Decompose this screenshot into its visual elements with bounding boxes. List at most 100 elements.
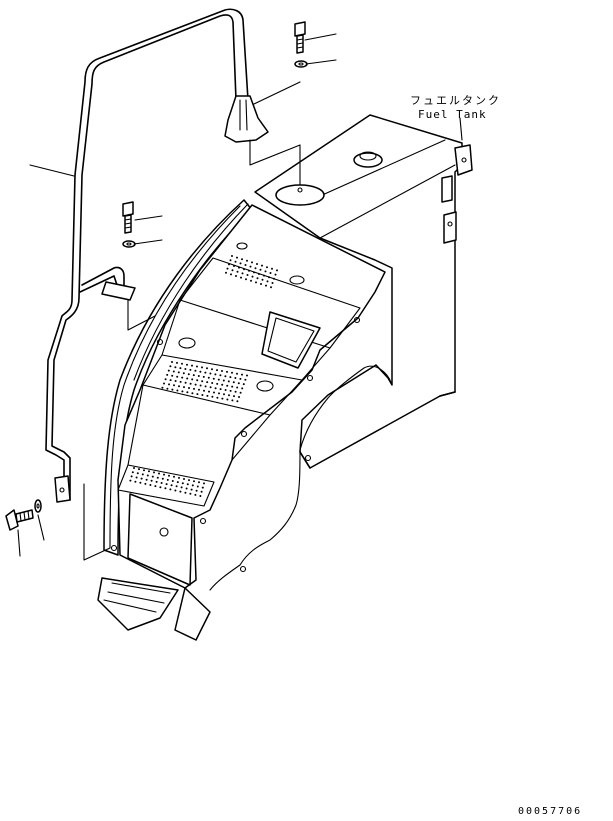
perforation-dot	[179, 380, 182, 383]
perforation-dot	[164, 378, 167, 381]
perforation-dot	[253, 271, 255, 274]
perforation-dot	[174, 366, 177, 369]
perforation-dot	[233, 395, 235, 398]
perforation-dot	[214, 373, 217, 376]
handrail-plate	[275, 184, 325, 206]
perforation-dot	[171, 480, 174, 482]
perforation-dot	[179, 490, 182, 493]
perforation-dot	[134, 480, 137, 483]
perforation-dot	[198, 388, 200, 391]
perforation-dot	[212, 377, 215, 380]
perforation-dot	[207, 376, 210, 379]
perforation-dot	[186, 483, 189, 486]
perforation-dot	[191, 364, 193, 367]
perforation-dot	[189, 492, 192, 495]
perforation-dot	[194, 493, 197, 496]
perforation-dot	[191, 378, 194, 381]
perforation-dot	[231, 269, 234, 272]
perforation-dot	[246, 259, 248, 262]
perforation-dot	[150, 479, 153, 482]
perforation-dot	[228, 263, 230, 266]
perforation-dot	[151, 475, 154, 478]
perforation-dot	[222, 379, 225, 382]
perforation-dot	[193, 480, 195, 483]
perforation-dot	[260, 283, 262, 285]
perforation-dot	[166, 478, 169, 481]
perforation-dot	[256, 277, 259, 280]
perforation-dot	[265, 284, 267, 287]
perforation-dot	[198, 481, 200, 484]
perforation-dot	[232, 381, 235, 384]
perforation-dot	[183, 478, 185, 480]
perforation-dot	[223, 393, 225, 396]
perforation-dot	[180, 486, 183, 489]
perforation-dot	[241, 373, 243, 376]
perforation-dot	[169, 365, 172, 368]
perforation-dot	[148, 470, 150, 473]
perforation-dot	[196, 485, 199, 488]
perforation-dot	[226, 398, 229, 401]
perforation-dot	[191, 392, 194, 395]
perforation-dot	[231, 371, 233, 374]
perforation-dot	[219, 388, 222, 391]
perforation-dot	[193, 387, 195, 390]
perforation-dot	[197, 375, 200, 377]
perforation-dot	[239, 262, 242, 265]
perforation-dot	[271, 282, 274, 284]
perforation-dot	[226, 267, 229, 270]
perforation-dot	[182, 372, 185, 375]
perforation-dot	[239, 391, 242, 394]
perforation-dot	[167, 369, 170, 372]
perforation-dot	[203, 482, 205, 485]
perforation-dot	[186, 363, 188, 366]
perforation-dot	[171, 374, 174, 377]
perforation-dot	[251, 261, 253, 264]
perforation-dot	[163, 473, 165, 476]
perforation-dot	[226, 384, 229, 387]
perforation-dot	[251, 275, 254, 278]
perforation-dot	[209, 386, 212, 389]
perforation-dot	[237, 382, 240, 385]
perforation-dot	[184, 368, 187, 370]
perforation-dot	[145, 478, 148, 481]
perforation-dot	[189, 382, 192, 385]
washer-top	[294, 60, 308, 68]
perforation-dot	[172, 370, 175, 373]
perforation-dot	[173, 384, 175, 387]
perforation-dot	[149, 484, 152, 486]
perforation-dot	[144, 482, 147, 485]
perforation-dot	[186, 391, 189, 394]
handrail	[45, 8, 269, 503]
perforation-dot	[141, 473, 144, 476]
perforation-dot	[184, 381, 187, 384]
perforation-dot	[255, 281, 257, 284]
perforation-dot	[213, 391, 215, 394]
perforation-dot	[204, 371, 207, 374]
perforation-dot	[216, 396, 219, 399]
perforation-dot	[250, 279, 252, 282]
perforation-dot	[242, 383, 245, 386]
perforation-dot	[196, 365, 198, 368]
perforation-dot	[228, 394, 230, 397]
perforation-dot	[214, 387, 217, 390]
perforation-dot	[176, 375, 179, 378]
perforation-dot	[130, 475, 133, 478]
bolt-top	[294, 21, 306, 54]
perforation-dot	[246, 274, 249, 276]
perforation-dot	[204, 385, 207, 388]
perforation-dot	[261, 278, 264, 281]
perforation-dot	[221, 370, 223, 372]
perforation-dot	[173, 475, 175, 478]
perforation-dot	[202, 375, 205, 378]
perforation-dot	[159, 486, 162, 489]
perforation-dot	[183, 386, 185, 389]
perforation-dot	[133, 467, 135, 469]
perforation-dot	[154, 485, 157, 488]
perforation-dot	[191, 484, 194, 487]
perforation-dot	[178, 385, 180, 388]
perforation-dot	[217, 378, 220, 381]
perforation-dot	[241, 258, 243, 261]
perforation-dot	[168, 383, 170, 386]
perforation-dot	[199, 495, 202, 497]
perforation-dot	[186, 377, 189, 380]
